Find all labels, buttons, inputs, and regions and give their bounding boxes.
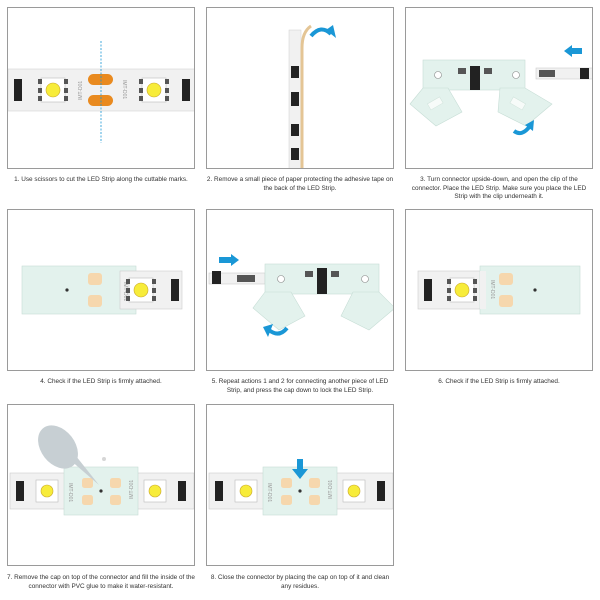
strip-marking: IMT-D01 [266,483,272,502]
copper-pad [88,273,102,285]
cut-pad [88,74,113,85]
led-chip [139,77,169,103]
step-6-panel: IMT-D01 [405,209,593,371]
strip-marking: IMT-D01 [489,280,495,299]
copper-pad [82,478,93,488]
step-4-caption: 4. Check if the LED Strip is firmly atta… [40,378,162,385]
connector-clip [497,87,553,127]
step-6-caption: 6. Check if the LED Strip is firmly atta… [438,378,560,385]
led-strip [535,67,592,80]
copper-pad [499,295,513,307]
strip-marking: IMT-D01 [121,80,127,99]
step-5-caption: 5. Repeat actions 1 and 2 for connecting… [211,378,389,394]
step-1-caption: 1. Use scissors to cut the LED Strip alo… [14,176,188,183]
copper-pad [82,495,93,505]
step-2-caption: 2. Remove a small piece of paper protect… [206,176,394,192]
arrow-icon [512,120,534,136]
led-chip [35,479,59,503]
step-8-caption: 8. Close the connector by placing the ca… [210,574,390,590]
strip-marking: IMT-D01 [122,282,128,301]
connector-body [479,265,581,315]
strip-marking: IMT-D01 [67,483,73,502]
connector-clip [340,291,393,331]
connector-clip [252,291,306,331]
copper-pad [88,295,102,307]
connector-body [21,265,137,315]
led-chip [234,479,258,503]
strip-marking: IMT-D01 [129,480,135,499]
led-chip [143,479,167,503]
copper-pad [309,495,320,505]
strip-marking: IMT-D01 [78,81,84,100]
led-chip [38,77,68,103]
step-3-caption: 3. Turn connector upside-down, and open … [411,176,587,201]
copper-pad [499,273,513,285]
step-7-panel: IMT-D01 IMT-D01 [7,404,195,566]
copper-pad [309,478,320,488]
cut-pad [88,95,113,106]
arrow-icon [309,25,336,38]
step-2-panel [206,7,394,169]
strip-marking: IMT-D01 [328,480,334,499]
led-chip [342,479,366,503]
step-1-panel: IMT-D01 IMT-D01 [7,7,195,169]
arrow-icon [219,254,239,266]
copper-pad [110,478,121,488]
copper-pad [281,495,292,505]
step-7-caption: 7. Remove the cap on top of the connecto… [7,574,195,590]
step-4-panel: IMT-D01 [7,209,195,371]
step-5-panel [206,209,394,371]
adhesive-paper [300,24,312,168]
arrow-icon [263,324,289,337]
step-3-panel [405,7,593,169]
led-chip [126,277,156,303]
arrow-icon [564,45,582,57]
led-chip [447,277,477,303]
arrow-icon [292,459,308,479]
step-8-panel: IMT-D01 IMT-D01 [206,404,394,566]
copper-pad [281,478,292,488]
copper-pad [110,495,121,505]
resistor [14,79,22,101]
glue-bottle-icon [38,425,106,485]
